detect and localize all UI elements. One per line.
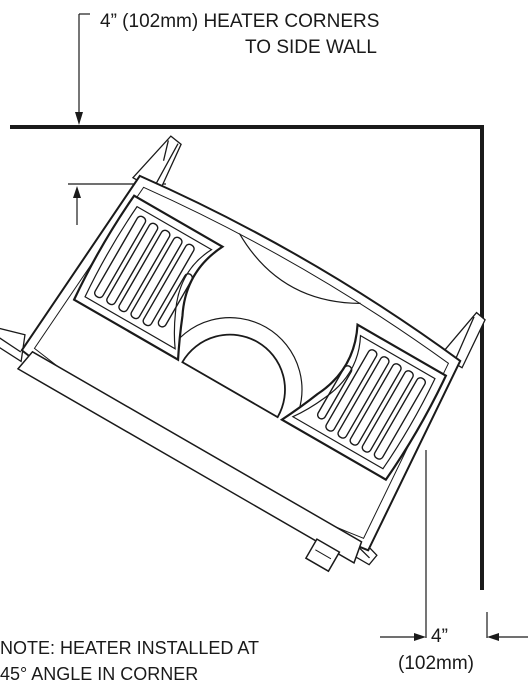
- side-dimension-callout: [380, 450, 528, 641]
- heater: [0, 135, 486, 573]
- leg-bottom-left: [0, 325, 26, 363]
- heater-back-rail: [16, 350, 363, 564]
- center-cutout: [181, 333, 286, 419]
- corner-walls: [10, 125, 484, 590]
- top-dimension-callout: [75, 13, 90, 125]
- right-cooking-grate: [279, 322, 448, 482]
- top-label-line1: 4” (102mm) HEATER CORNERS: [100, 11, 379, 32]
- side-dimension-line1: 4”: [431, 626, 448, 647]
- side-dimension-line2: (102mm): [398, 653, 474, 674]
- left-cooking-grate: [72, 194, 225, 362]
- note-line2: 45° ANGLE IN CORNER: [0, 664, 198, 684]
- flue-collar: [304, 538, 341, 573]
- top-label-line2: TO SIDE WALL: [245, 37, 377, 58]
- note-line1: NOTE: HEATER INSTALLED AT: [0, 638, 259, 658]
